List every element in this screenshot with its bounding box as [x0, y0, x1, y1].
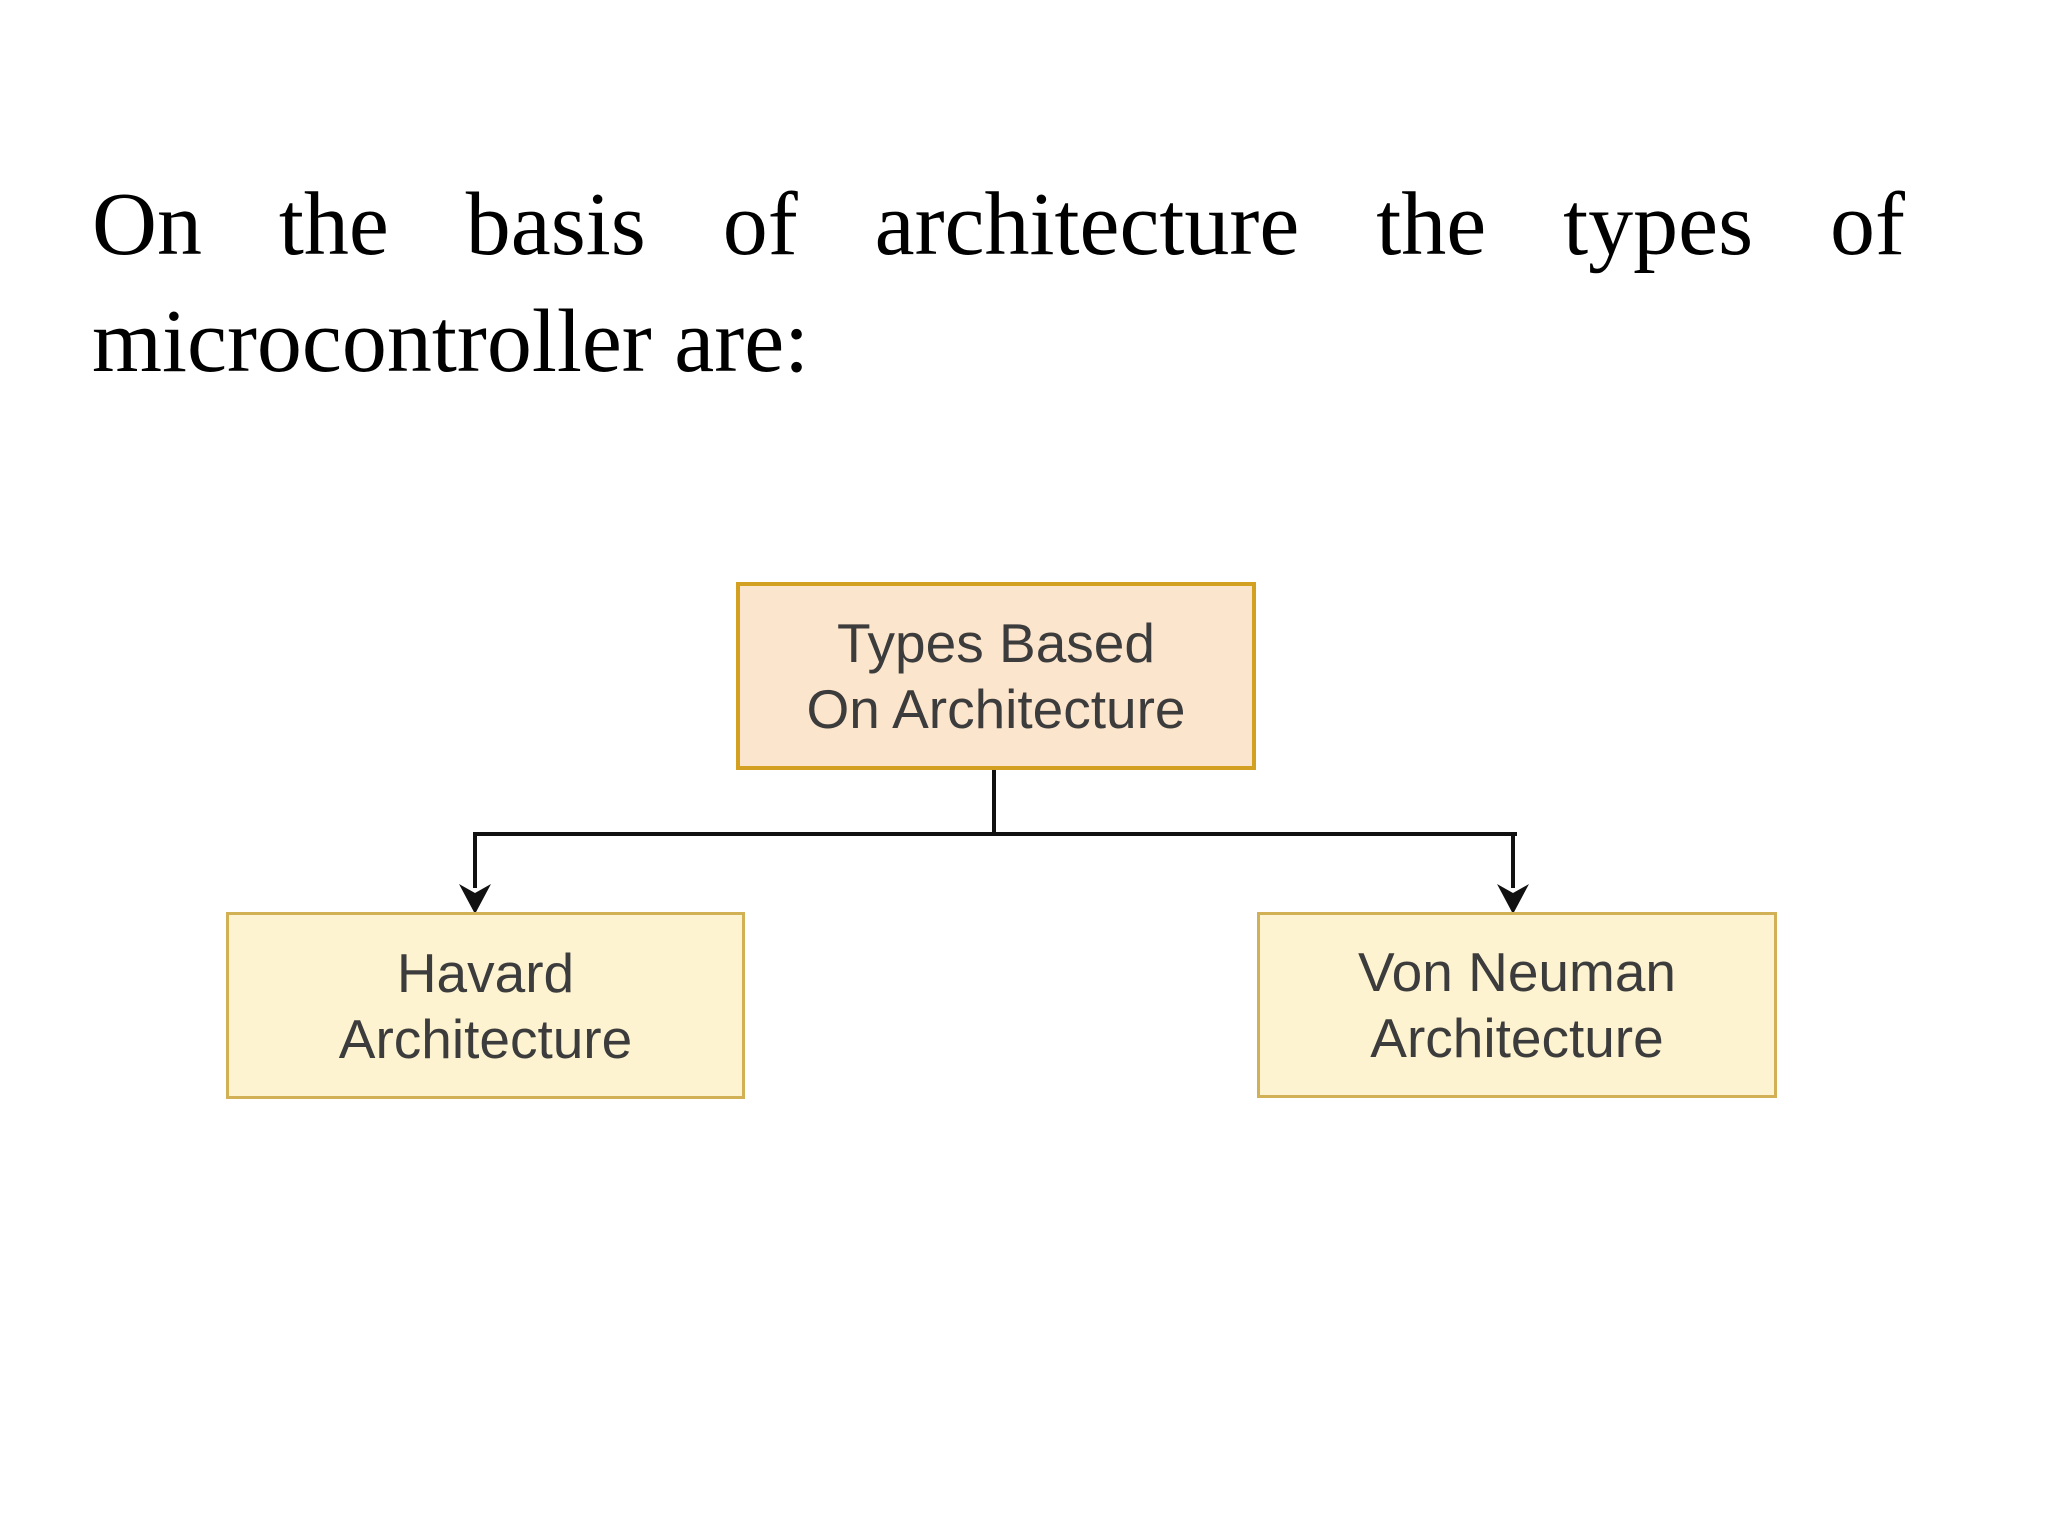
diagram-node-von-neumann: Von Neuman Architecture [1257, 912, 1777, 1098]
diagram-node-harvard: Havard Architecture [226, 912, 745, 1099]
arrow-down-icon [459, 884, 491, 914]
diagram-node-root-label: Types Based On Architecture [806, 612, 1186, 740]
diagram-node-von-neumann-label: Von Neuman Architecture [1358, 941, 1676, 1069]
arrow-down-icon [1497, 884, 1529, 914]
connector-drop-right [1511, 832, 1515, 888]
diagram-node-harvard-label: Havard Architecture [338, 941, 633, 1070]
diagram-node-root: Types Based On Architecture [736, 582, 1256, 770]
connector-drop-left [473, 832, 477, 888]
connector-stub-vertical [992, 770, 996, 832]
slide-title: On the basis of architecture the types o… [92, 175, 1905, 391]
connector-horizontal-line [473, 832, 1517, 836]
